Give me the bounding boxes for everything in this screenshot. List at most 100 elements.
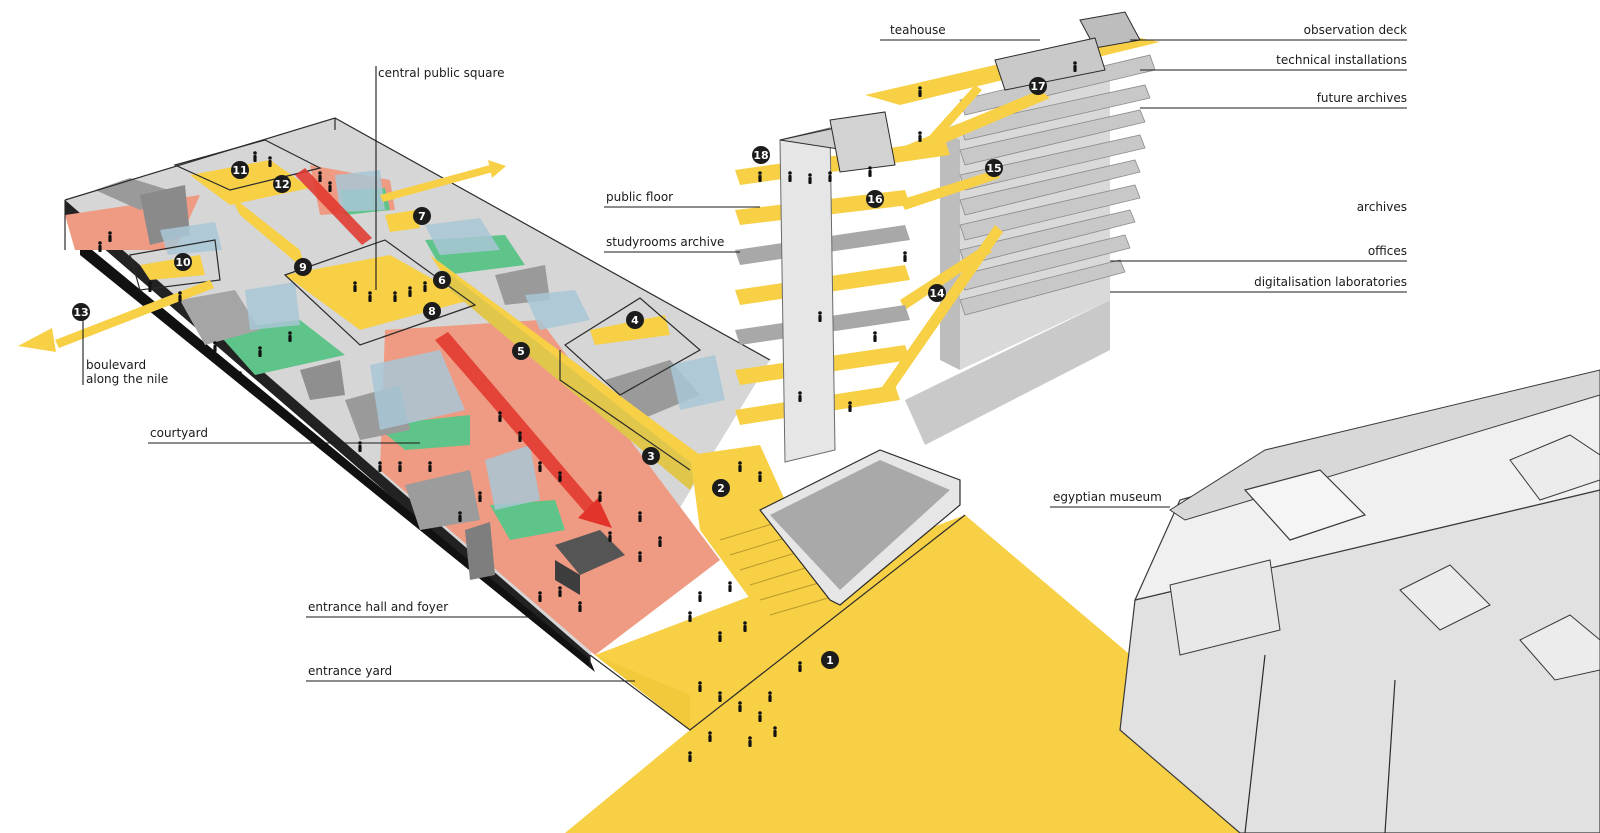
person-figure xyxy=(318,171,322,175)
person-figure xyxy=(378,465,382,472)
person-figure xyxy=(768,695,772,702)
person-figure xyxy=(98,241,102,245)
label-egyptian-museum: egyptian museum xyxy=(1053,490,1162,504)
marker-10: 10 xyxy=(174,253,192,271)
person-figure xyxy=(868,166,872,170)
marker-3: 3 xyxy=(642,447,660,465)
svg-text:8: 8 xyxy=(428,305,436,318)
label-public-floor: public floor xyxy=(606,190,673,204)
svg-text:18: 18 xyxy=(753,149,768,162)
person-figure xyxy=(423,285,427,292)
person-figure xyxy=(608,535,612,542)
person-figure xyxy=(253,155,257,162)
person-figure xyxy=(828,175,832,182)
svg-text:14: 14 xyxy=(929,287,945,300)
svg-text:17: 17 xyxy=(1030,80,1045,93)
person-figure xyxy=(558,471,562,475)
svg-text:10: 10 xyxy=(175,256,191,269)
person-figure xyxy=(798,661,802,665)
person-figure xyxy=(353,281,357,285)
person-figure xyxy=(358,441,362,445)
person-figure xyxy=(758,715,762,722)
person-figure xyxy=(558,586,562,590)
person-figure xyxy=(268,156,272,160)
person-figure xyxy=(743,625,747,632)
person-figure xyxy=(478,491,482,495)
person-figure xyxy=(728,581,732,585)
person-figure xyxy=(378,461,382,465)
person-figure xyxy=(558,475,562,482)
marker-18: 18 xyxy=(752,146,770,164)
person-figure xyxy=(498,411,502,415)
person-figure xyxy=(358,445,362,452)
marker-6: 6 xyxy=(433,271,451,289)
person-figure xyxy=(538,465,542,472)
person-figure xyxy=(318,175,322,182)
person-figure xyxy=(658,536,662,540)
person-figure xyxy=(708,731,712,735)
person-figure xyxy=(108,231,112,235)
person-figure xyxy=(873,335,877,342)
person-figure xyxy=(368,291,372,295)
svg-text:13: 13 xyxy=(73,306,88,319)
person-figure xyxy=(638,511,642,515)
person-figure xyxy=(903,251,907,255)
person-figure xyxy=(428,461,432,465)
person-figure xyxy=(398,465,402,472)
numbered-markers: 1 2 3 4 5 6 7 8 9 10 11 12 13 14 15 16 1… xyxy=(72,77,1047,669)
person-figure xyxy=(808,177,812,184)
person-figure xyxy=(538,461,542,465)
marker-17: 17 xyxy=(1029,77,1047,95)
svg-text:15: 15 xyxy=(986,162,1001,175)
person-figure xyxy=(848,401,852,405)
person-figure xyxy=(688,615,692,622)
person-figure xyxy=(98,245,102,252)
svg-text:11: 11 xyxy=(232,164,247,177)
person-figure xyxy=(288,335,292,342)
person-figure xyxy=(698,685,702,692)
person-figure xyxy=(798,395,802,402)
person-figure xyxy=(773,730,777,737)
person-figure xyxy=(578,601,582,605)
person-figure xyxy=(768,691,772,695)
marker-9: 9 xyxy=(294,258,312,276)
person-figure xyxy=(848,405,852,412)
label-observation-deck: observation deck xyxy=(1304,23,1407,37)
svg-text:16: 16 xyxy=(867,193,883,206)
label-digitalisation-laboratories: digitalisation laboratories xyxy=(1254,275,1407,289)
svg-text:12: 12 xyxy=(274,178,289,191)
person-figure xyxy=(213,345,217,352)
person-figure xyxy=(238,371,242,375)
marker-5: 5 xyxy=(512,342,530,360)
person-figure xyxy=(818,311,822,315)
person-figure xyxy=(758,471,762,475)
person-figure xyxy=(918,131,922,135)
person-figure xyxy=(328,185,332,192)
marker-7: 7 xyxy=(413,207,431,225)
svg-text:6: 6 xyxy=(438,274,446,287)
person-figure xyxy=(698,595,702,602)
person-figure xyxy=(258,350,262,357)
boulevard-arrows xyxy=(18,160,506,352)
person-figure xyxy=(238,375,242,382)
person-figure xyxy=(748,736,752,740)
label-teahouse: teahouse xyxy=(890,23,946,37)
marker-15: 15 xyxy=(985,159,1003,177)
person-figure xyxy=(423,281,427,285)
person-figure xyxy=(498,415,502,422)
person-figure xyxy=(1073,61,1077,65)
person-figure xyxy=(1073,65,1077,72)
person-figure xyxy=(178,291,182,295)
person-figure xyxy=(758,711,762,715)
marker-13: 13 xyxy=(72,303,90,321)
person-figure xyxy=(393,295,397,302)
person-figure xyxy=(108,235,112,242)
person-figure xyxy=(458,511,462,515)
person-figure xyxy=(718,691,722,695)
marker-12: 12 xyxy=(273,175,291,193)
person-figure xyxy=(518,431,522,435)
label-entrance-hall: entrance hall and foyer xyxy=(308,600,448,614)
person-figure xyxy=(688,755,692,762)
marker-8: 8 xyxy=(423,302,441,320)
